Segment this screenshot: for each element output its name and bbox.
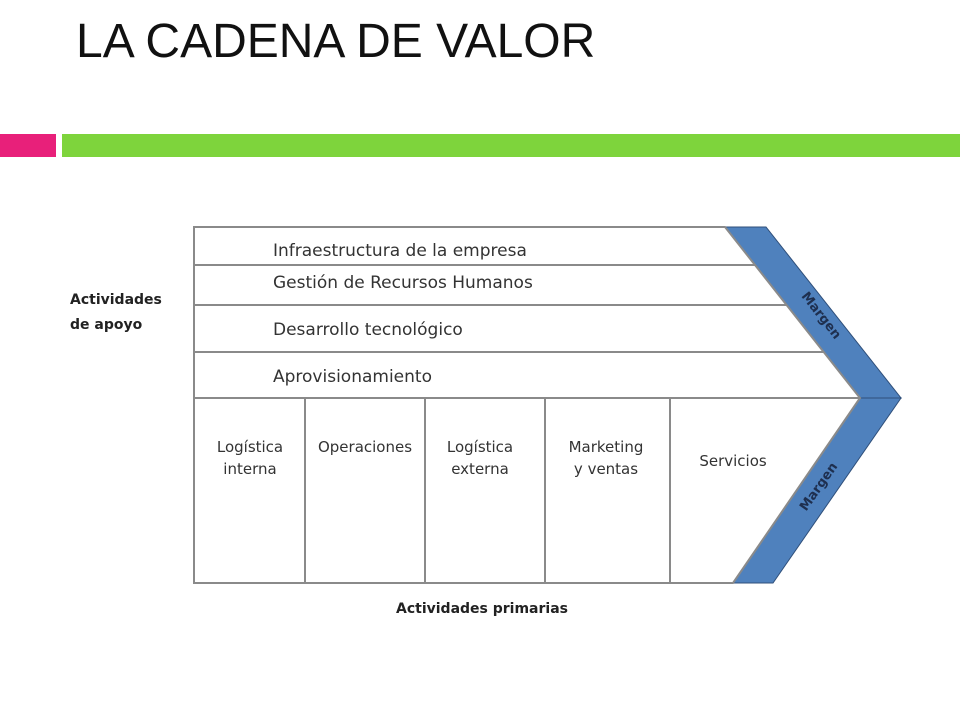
accent-bar-green [62, 134, 960, 157]
support-activities-label-line-2: de apoyo [70, 317, 143, 333]
primary-activity-operaciones: Operaciones [318, 438, 412, 456]
accent-bar-pink [0, 134, 56, 157]
support-activity-aprovisionamiento: Aprovisionamiento [273, 367, 432, 387]
support-activity-recursos-humanos: Gestión de Recursos Humanos [273, 273, 533, 293]
primary-activities-label: Actividades primarias [396, 601, 568, 617]
primary-activity-marketing-line-2: y ventas [574, 460, 638, 478]
value-chain-outline [193, 226, 862, 584]
slide-title: LA CADENA DE VALOR [76, 15, 596, 68]
primary-activity-servicios: Servicios [699, 452, 767, 470]
primary-activity-logistica-externa-line-1: Logística [447, 438, 513, 456]
support-activities-label-line-1: Actividades [70, 292, 162, 308]
primary-activity-logistica-interna-line-2: interna [223, 460, 276, 478]
support-activity-desarrollo: Desarrollo tecnológico [273, 320, 463, 340]
support-activity-infraestructura: Infraestructura de la empresa [273, 241, 527, 261]
primary-activity-logistica-interna-line-1: Logística [217, 438, 283, 456]
primary-activity-logistica-externa-line-2: externa [451, 460, 509, 478]
primary-activity-marketing-line-1: Marketing [569, 438, 644, 456]
